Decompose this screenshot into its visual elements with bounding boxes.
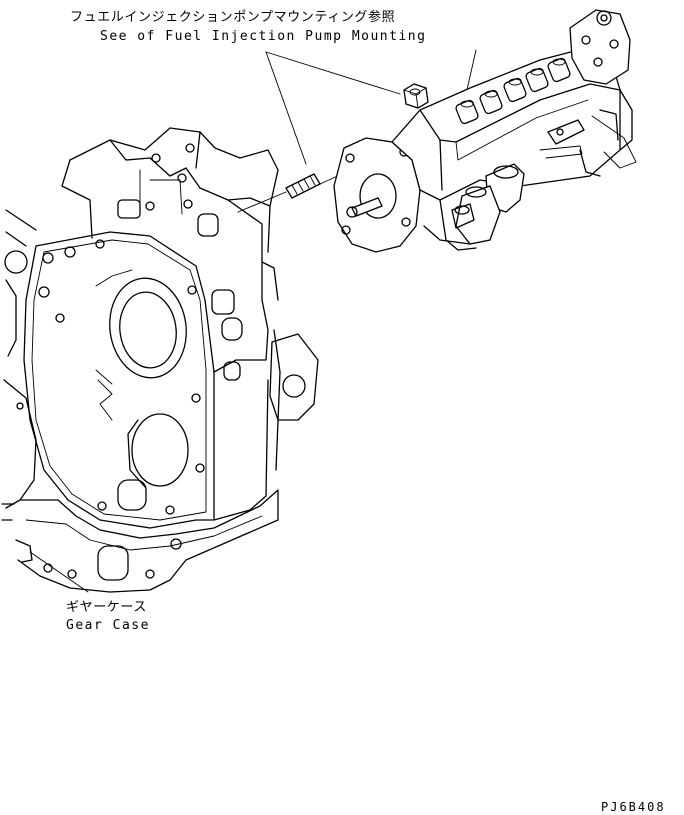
drawing-code: PJ6B408 [601, 800, 666, 814]
fuel-injection-pump [333, 9, 637, 253]
stud-bolt [237, 173, 343, 213]
callout-pump-mounting-ja: フュエルインジェクションポンプマウンティング参照 [70, 10, 396, 25]
callout-gear-case-ja: ギヤーケース [66, 600, 147, 615]
gear-case [1, 127, 319, 593]
delivery-valves [455, 57, 571, 125]
nut [403, 83, 429, 109]
callout-gear-case-en: Gear Case [66, 618, 150, 633]
callout-pump-mounting-en: See of Fuel Injection Pump Mounting [100, 29, 427, 44]
